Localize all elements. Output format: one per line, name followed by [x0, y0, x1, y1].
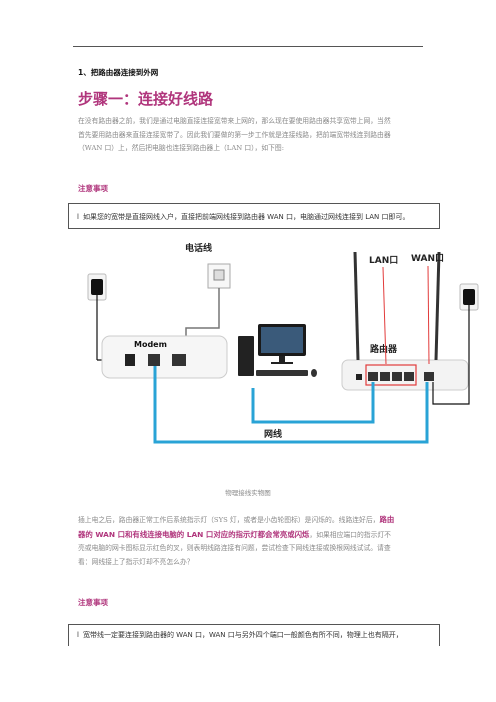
intro-line: （WAN 口）上，然后把电脑也连接到路由器上（LAN 口），如下图: [78, 144, 285, 152]
bullet: l [77, 213, 79, 221]
note-text-2: 宽带线一定要连接到路由器的 WAN 口，WAN 口与另外四个端口一般颜色有所不同… [82, 631, 403, 639]
top-rule [73, 46, 423, 47]
power-adapter-left-icon [91, 279, 103, 295]
wan-port-label: WAN口 [411, 253, 444, 264]
power-adapter-right-icon [463, 289, 475, 305]
phone-line-label: 电话线 [185, 242, 212, 254]
para2-line-d: 看：网线接上了指示灯却不亮怎么办？ [78, 557, 194, 566]
para2-line-c: 亮或电脑的网卡图标显示红色的叉，则表明线路连接有问题，尝试检查下网线连接或换根网… [78, 544, 391, 552]
modem-device [101, 335, 228, 379]
lan-port-label: LAN口 [369, 255, 398, 266]
wan-cable [153, 366, 429, 444]
step-title: 步骤一：连接好线路 [78, 90, 214, 108]
note-label: 注意事项 [78, 184, 108, 193]
antenna-left-icon [353, 251, 360, 361]
intro-paragraph: 在没有路由器之前，我们是通过电脑直接连接宽带来上网的，那么现在要使用路由器共享宽… [78, 115, 423, 156]
keyboard-icon [256, 370, 308, 376]
connection-diagram: 电话线 Modem LAN口 WAN口 路由器 网线 [87, 242, 479, 444]
mouse-icon [311, 369, 317, 377]
intro-line: 首先要用路由器来直接连接宽带了。因此我们要做的第一步工作就是连接线路，把前端宽带… [78, 130, 391, 139]
pc-tower-icon [238, 336, 254, 376]
indicator-paragraph: 插上电之后，路由器正常工作后系统指示灯（SYS 灯，或者是小齿轮图标）是闪烁的。… [78, 513, 423, 569]
diagram-caption: 物理接线实物图 [225, 489, 271, 497]
note-label-2: 注意事项 [78, 598, 108, 607]
section-heading: 1、把路由器连接到外网 [78, 68, 159, 77]
para2-line-b: ，如果相应端口的指示灯不 [309, 530, 391, 539]
para2-highlight-a: 路由 [379, 515, 395, 524]
para2-highlight-b: 器的 WAN 口和有线连接电脑的 LAN 口对应的指示灯都会常亮或闪烁 [78, 529, 310, 539]
modem-label: Modem [134, 340, 167, 349]
lan-cable [251, 382, 375, 424]
intro-line: 在没有路由器之前，我们是通过电脑直接连接宽带来上网的，那么现在要使用路由器共享宽… [78, 117, 391, 125]
bullet: l [77, 631, 79, 639]
antenna-right-icon [434, 251, 441, 361]
router-label: 路由器 [370, 343, 398, 355]
note-text: 如果您的宽带是直接网线入户，直接把前端网线接到路由器 WAN 口，电脑通过网线连… [82, 213, 410, 221]
para2-line-a: 插上电之后，路由器正常工作后系统指示灯（SYS 灯，或者是小齿轮图标）是闪烁的。… [78, 516, 380, 524]
network-cable-label: 网线 [264, 428, 282, 440]
